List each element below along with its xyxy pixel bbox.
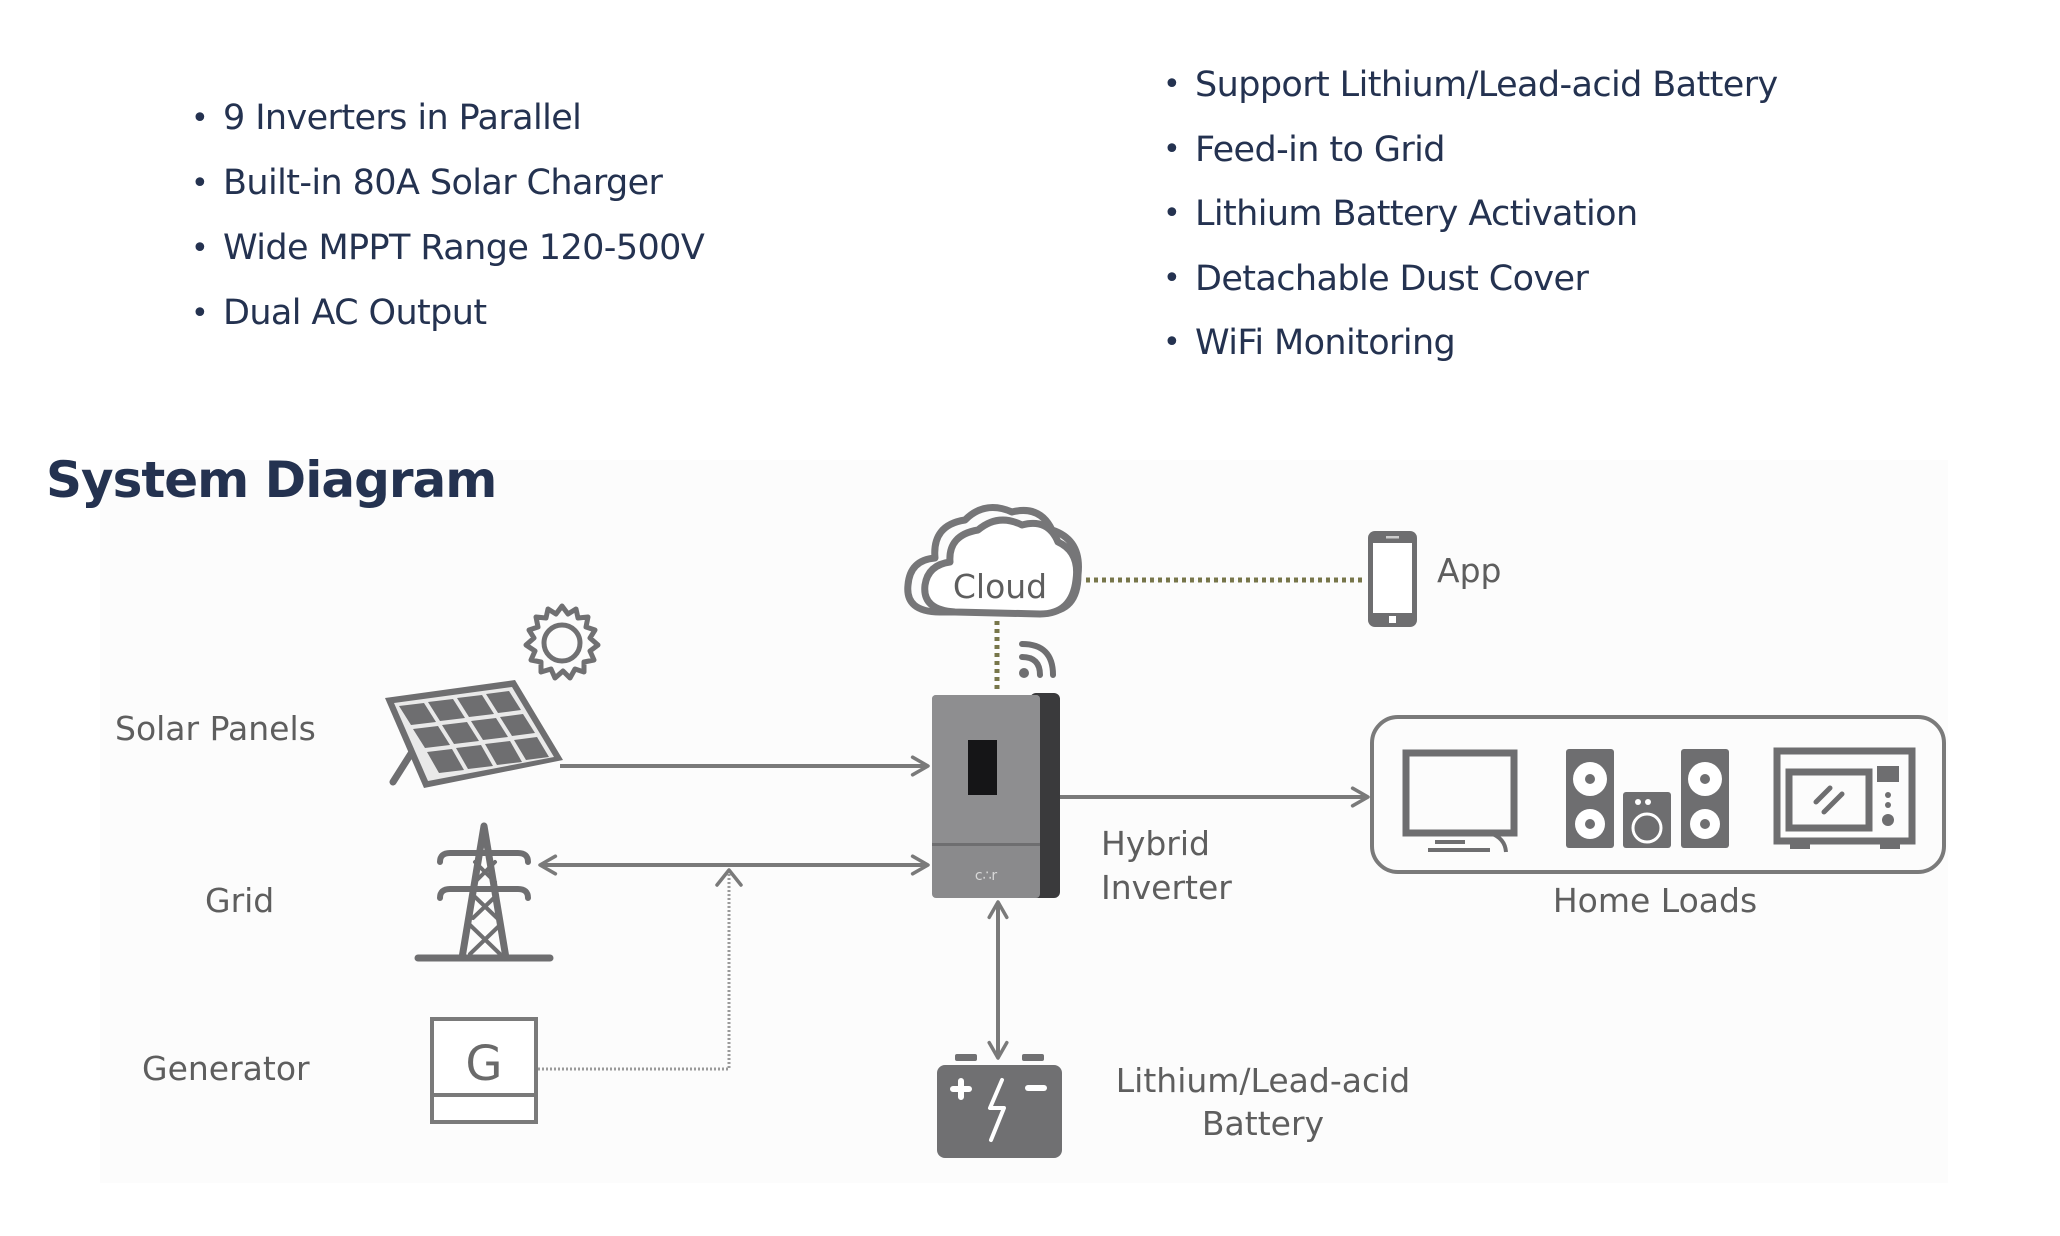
- feature-item: • Built-in 80A Solar Charger: [191, 151, 704, 216]
- bullet-icon: •: [191, 166, 209, 201]
- home-loads-box: [1370, 715, 1946, 874]
- feature-text: WiFi Monitoring: [1195, 323, 1456, 363]
- feature-text: Wide MPPT Range 120-500V: [223, 228, 705, 268]
- svg-text:c∴r: c∴r: [975, 868, 998, 884]
- inverter-device-icon: c∴r: [932, 693, 1060, 898]
- feature-text: Support Lithium/Lead-acid Battery: [1195, 65, 1778, 105]
- feature-item: • Feed-in to Grid: [1163, 118, 1778, 183]
- bullet-icon: •: [191, 296, 209, 331]
- feature-item: • Lithium Battery Activation: [1163, 182, 1778, 247]
- bullet-icon: •: [191, 231, 209, 266]
- grid-label: Grid: [205, 881, 274, 920]
- connections: [538, 755, 1370, 1060]
- home-loads-label: Home Loads: [1553, 881, 1757, 920]
- wifi-connections: [994, 577, 1365, 692]
- battery-label-line1: Lithium/Lead-acid: [1116, 1061, 1410, 1100]
- generator-icon: G: [430, 1017, 538, 1124]
- feature-text: Dual AC Output: [223, 293, 487, 333]
- microwave-icon: [1773, 747, 1916, 849]
- generator-label: Generator: [142, 1049, 310, 1088]
- generator-arrowhead: [715, 868, 743, 887]
- bullet-icon: •: [1163, 67, 1181, 102]
- feature-list-right: • Support Lithium/Lead-acid Battery • Feed…: [1163, 53, 1778, 376]
- feature-text: Detachable Dust Cover: [1195, 258, 1589, 299]
- section-heading: System Diagram: [46, 451, 497, 509]
- cloud-label: Cloud: [953, 567, 1047, 606]
- inverter-label-line2: Inverter: [1101, 868, 1232, 907]
- feature-text: 9 Inverters in Parallel: [223, 98, 582, 138]
- feature-list-left: • 9 Inverters in Parallel • Built-in 80A S…: [191, 86, 705, 346]
- feature-item: • Dual AC Output: [191, 281, 704, 346]
- sun-icon: [523, 603, 601, 681]
- feature-item: • Support Lithium/Lead-acid Battery: [1163, 53, 1778, 118]
- tv-icon: [1402, 749, 1518, 853]
- feature-item: • 9 Inverters in Parallel: [191, 86, 704, 151]
- feature-text: Lithium Battery Activation: [1195, 194, 1638, 234]
- cloud-icon: [904, 504, 1082, 618]
- transmission-tower-icon: [414, 822, 554, 962]
- inverter-label-line1: Hybrid: [1101, 824, 1210, 863]
- app-label: App: [1437, 551, 1501, 590]
- solar-panel-icon: [385, 680, 563, 788]
- bullet-icon: •: [1163, 325, 1181, 360]
- solar-panels-label: Solar Panels: [115, 709, 316, 748]
- bullet-icon: •: [1163, 196, 1181, 231]
- speakers-icon: [1566, 749, 1729, 848]
- battery-label-line2: Battery: [1202, 1104, 1324, 1143]
- wifi-icon: [1019, 641, 1056, 678]
- bullet-icon: •: [1163, 260, 1181, 296]
- feature-text: Built-in 80A Solar Charger: [223, 163, 663, 203]
- feature-item: • Detachable Dust Cover: [1163, 247, 1778, 312]
- feature-text: Feed-in to Grid: [1195, 129, 1445, 170]
- generator-glyph: G: [465, 1036, 502, 1092]
- smartphone-icon: [1368, 531, 1417, 627]
- feature-item: • WiFi Monitoring: [1163, 311, 1778, 376]
- bullet-icon: •: [1163, 131, 1181, 167]
- bullet-icon: •: [191, 101, 209, 136]
- battery-icon: [937, 1054, 1062, 1158]
- feature-item: • Wide MPPT Range 120-500V: [191, 216, 705, 281]
